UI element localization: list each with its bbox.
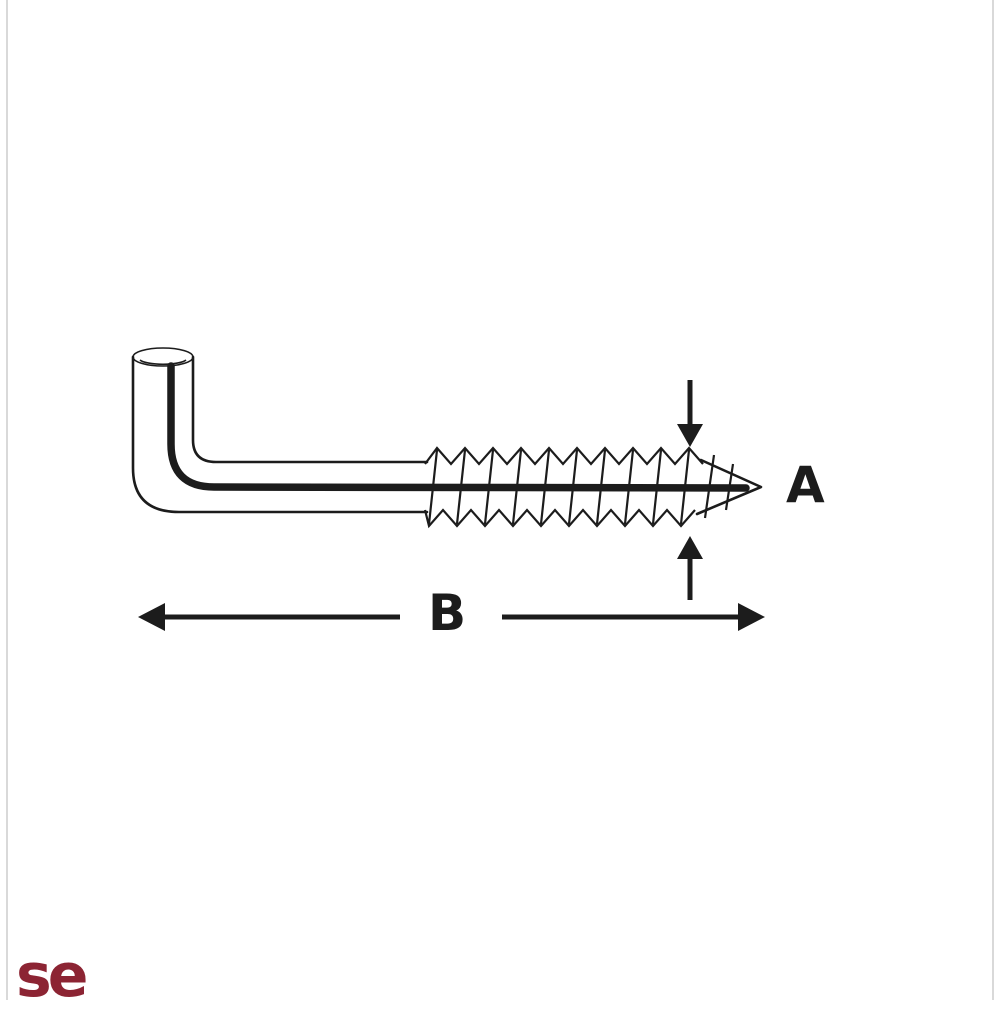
left-border-line [6, 0, 8, 1000]
right-border-line [992, 0, 994, 1000]
hook-center-line [167, 362, 750, 492]
hook-top-rim [132, 347, 194, 367]
diameter-label: A [786, 456, 825, 514]
hook-inner-outline [191, 355, 429, 464]
diameter-arrow-bottom-icon [677, 536, 703, 600]
tip-outline [695, 458, 763, 516]
brand-logo: se [16, 941, 88, 1011]
thread-flank-lines [427, 449, 691, 525]
screw-tip [695, 454, 763, 519]
thread-bottom-crests [423, 508, 696, 529]
diameter-arrow-top-icon [677, 380, 703, 447]
length-arrow-icon [138, 603, 765, 631]
tip-thread-lines [703, 454, 735, 519]
length-label: B [428, 584, 467, 642]
screw-thread [423, 446, 704, 529]
thread-top-crests [424, 446, 704, 466]
screw-hook-body [131, 347, 750, 514]
hook-outer-outline [131, 355, 429, 514]
hook-top-inner-rim [139, 359, 187, 366]
